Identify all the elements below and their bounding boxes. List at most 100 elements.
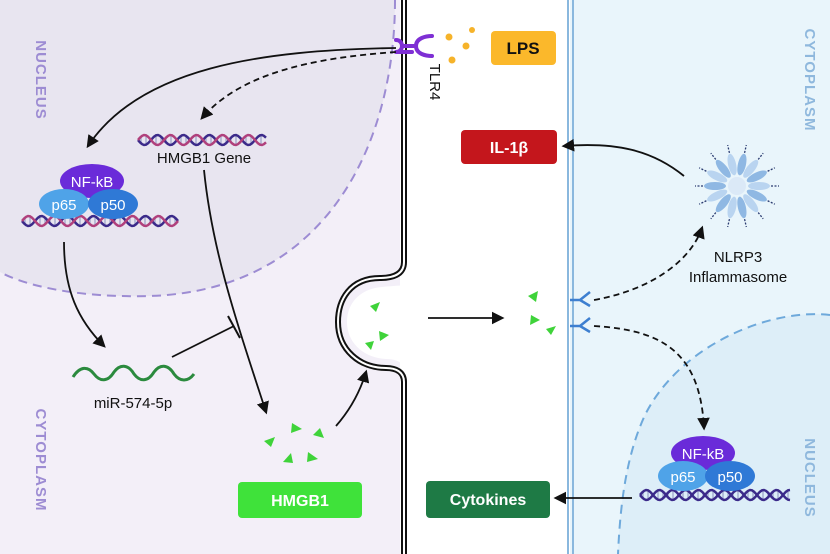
dna-strand — [639, 488, 791, 502]
arrow-gene-to-hmgb1 — [203, 169, 269, 415]
left-p50-shape — [88, 189, 138, 219]
inflammasome-tail — [710, 152, 717, 160]
inflammasome-tail — [698, 167, 707, 172]
lps-dot — [462, 42, 470, 50]
inflammasome-subunit — [715, 159, 731, 178]
membrane-inner — [336, 0, 405, 554]
lps-box-bg — [491, 31, 556, 65]
hmgb1-protein — [283, 453, 293, 463]
arrow-receptor-to-inflammasome — [593, 225, 705, 301]
il1b-label: IL-1β — [490, 140, 528, 157]
hmgb1-gene-label: HMGB1 Gene — [157, 150, 251, 167]
inflammasome-tail — [767, 167, 776, 172]
right-dna — [639, 488, 791, 502]
left-p65-shape — [39, 189, 89, 219]
left-nfkb-label: NF-kB — [71, 174, 114, 191]
hmgb1-protein — [313, 428, 324, 438]
arrow-receptor-to-nfkb — [593, 325, 710, 431]
dna-strand — [639, 488, 791, 502]
arrow-inflammasome-to-il1b — [561, 138, 685, 177]
hmgb1-protein-group — [264, 423, 324, 463]
left-membrane — [334, 0, 407, 554]
tlr4-receptor-body — [394, 38, 414, 54]
il1b-box: IL-1β — [461, 130, 557, 164]
inflammasome-tail — [710, 212, 717, 220]
hmgb1-gene-dna — [137, 133, 267, 147]
hmgb1-protein — [365, 341, 374, 350]
lps-dot — [469, 27, 475, 33]
right-cytoplasm-label: CYTOPLASM — [801, 29, 818, 132]
arrow-hmgb1-to-pit — [335, 369, 370, 427]
pit-hmgb1-group — [365, 302, 389, 350]
il1b-box-bg — [461, 130, 557, 164]
right-p65-shape — [658, 461, 708, 491]
right-nucleus-label: NUCLEUS — [801, 438, 818, 518]
inflammasome-subunit — [743, 194, 759, 213]
lps-dot — [445, 33, 453, 41]
inflammasome-subunit — [704, 182, 726, 190]
inflammasome-tail — [757, 212, 764, 220]
right-p50-shape — [705, 461, 755, 491]
left-p50-label: p50 — [100, 197, 125, 214]
cytokines-label: Cytokines — [450, 492, 527, 509]
tlr4-receptor: TLR4 — [394, 34, 443, 101]
right-membrane-receptors — [570, 291, 591, 334]
inflammasome-subunit — [748, 182, 770, 190]
hmgb1-protein — [528, 291, 538, 302]
inflammasome-subunit — [746, 170, 767, 183]
arrow-tlr4-to-gene — [200, 51, 397, 120]
inflammasome-subunit — [737, 153, 747, 176]
inflammasome-subunit — [715, 194, 731, 213]
inflammasome-tail — [757, 152, 764, 160]
hmgb1-box-label: HMGB1 — [271, 493, 329, 510]
inflammasome-subunit — [707, 170, 728, 183]
inflammasome-label-line1: NLRP3 — [714, 249, 762, 266]
inflammasome-subunit — [737, 196, 747, 219]
inflammasome-tail — [767, 200, 776, 205]
hmgb1-protein — [307, 452, 318, 462]
inhibition-bar — [227, 315, 241, 339]
mirna-strand — [71, 364, 196, 382]
dna-strand — [137, 133, 267, 147]
right-cell: CYTOPLASM NUCLEUS — [567, 0, 830, 554]
tlr4-label: TLR4 — [426, 64, 443, 101]
inflammasome-subunit — [727, 196, 737, 219]
hmgb1-protein — [264, 437, 275, 447]
hmgb1-protein — [379, 331, 389, 341]
inhibition-mirna-to-translation — [171, 325, 235, 358]
hmgb1-protein — [530, 315, 540, 325]
right-nfkb-complex: NF-kB p65 p50 — [658, 436, 755, 491]
lps-label: LPS — [506, 39, 539, 58]
inflammasome-subunit — [707, 189, 728, 202]
extracellular-hmgb1-group — [528, 291, 556, 335]
receptor-icon — [570, 291, 591, 308]
left-nucleus-label: NUCLEUS — [32, 40, 49, 120]
left-cytoplasm-label: CYTOPLASM — [32, 409, 49, 512]
dna-strand — [137, 133, 267, 147]
hmgb1-protein — [291, 423, 302, 433]
inflammasome-subunit — [746, 189, 767, 202]
arrow-nfkb-to-mirna — [63, 241, 106, 348]
left-cell: NUCLEUS CYTOPLASM — [0, 0, 400, 554]
left-dna — [21, 214, 179, 228]
right-p65-label: p65 — [670, 469, 695, 486]
arrow-tlr4-to-nfkb — [86, 47, 397, 149]
hmgb1-box: HMGB1 — [238, 482, 362, 518]
hmgb1-protein — [546, 326, 556, 335]
left-p65-label: p65 — [51, 197, 76, 214]
inflammasome-label-line2: Inflammasome — [689, 269, 787, 286]
dna-strand — [21, 214, 179, 228]
inflammasome-tail — [743, 144, 747, 153]
cytokines-box-bg — [426, 481, 550, 518]
inflammasome-tail — [698, 200, 707, 205]
right-p50-label: p50 — [717, 469, 742, 486]
receptor-icon — [570, 317, 591, 334]
inflammasome-subunit — [743, 159, 759, 178]
hmgb1-protein — [370, 302, 380, 312]
cytokines-box: Cytokines — [426, 481, 550, 518]
inflammasome-subunit — [727, 153, 737, 176]
mirna-label: miR-574-5p — [94, 395, 172, 412]
lps-dot — [448, 56, 456, 64]
endocytic-pit — [347, 285, 404, 366]
